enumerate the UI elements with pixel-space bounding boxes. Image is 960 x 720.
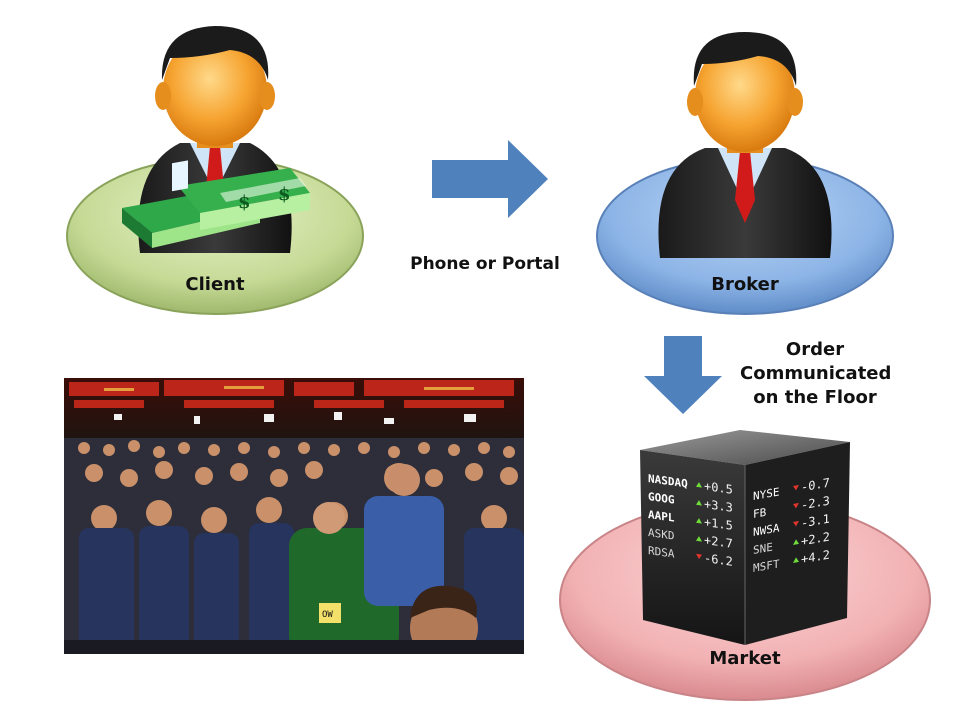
ticker-row-right-1: FB -2.3	[753, 494, 830, 521]
ticker-value: +4.2	[801, 548, 830, 567]
ticker-symbol: NWSA	[753, 521, 780, 539]
svg-text:$: $	[238, 192, 251, 213]
trading-floor-photo: OW	[64, 378, 524, 654]
ticker-row-left-3: ASKD +2.7	[648, 526, 733, 551]
down-arrow-icon	[696, 553, 702, 560]
broker-node: Broker	[590, 18, 900, 318]
up-arrow-icon	[696, 536, 702, 542]
ticker-row-right-4: MSFT +4.2	[753, 548, 830, 575]
ticker-value: +3.3	[704, 497, 733, 515]
ticker-symbol: NASDAQ	[648, 472, 688, 491]
ticker-value: -6.2	[704, 551, 733, 569]
ticker-row-right-2: NWSA -3.1	[753, 512, 830, 539]
down-arrow-icon	[793, 520, 799, 527]
market-label: Market	[709, 648, 781, 669]
ticker-row-right-0: NYSE -0.7	[753, 476, 830, 503]
down-arrow-icon	[793, 502, 799, 509]
ticker-row-left-4: RDSA -6.2	[648, 544, 733, 569]
ticker-symbol: NYSE	[753, 485, 779, 503]
up-arrow-icon	[696, 482, 702, 488]
client-label: Client	[185, 274, 245, 295]
arrow-down-icon	[644, 336, 722, 414]
client-node: $ $ Client	[60, 18, 370, 318]
ticker-symbol: AAPL	[648, 508, 675, 525]
ticker-symbol: RDSA	[648, 544, 675, 561]
down-arrow-icon	[793, 484, 799, 491]
photo-badge-text: OW	[322, 610, 333, 620]
up-arrow-icon	[793, 539, 799, 545]
ticker-symbol: SNE	[753, 541, 773, 557]
up-arrow-icon	[696, 500, 702, 506]
up-arrow-icon	[696, 518, 702, 524]
ticker-value: +2.7	[704, 533, 733, 551]
ticker-value: -2.3	[801, 494, 830, 513]
ticker-row-left-1: GOOG +3.3	[648, 490, 733, 515]
ticker-row-right-3: SNE +2.2	[753, 530, 830, 557]
ticker-value: +1.5	[704, 515, 733, 533]
arrow-right-icon	[432, 140, 548, 218]
ticker-value: -3.1	[801, 512, 830, 531]
ticker-symbol: MSFT	[753, 557, 780, 575]
ticker-symbol: FB	[753, 506, 767, 521]
ticker-value: +0.5	[704, 479, 733, 497]
ticker-row-left-2: AAPL +1.5	[648, 508, 733, 533]
up-arrow-icon	[793, 557, 799, 563]
client-figure-icon: $ $	[66, 26, 364, 315]
money-stack-icon: $ $	[122, 160, 310, 248]
ticker-value: +2.2	[801, 530, 830, 549]
broker-figure-icon	[596, 32, 894, 315]
svg-text:$: $	[278, 184, 291, 205]
floor-caption-line-1: Order	[785, 339, 845, 360]
ticker-row-left-0: NASDAQ +0.5	[648, 472, 733, 497]
ticker-symbol: ASKD	[648, 526, 674, 543]
floor-caption-line-3: on the Floor	[753, 387, 877, 408]
broker-label: Broker	[711, 274, 779, 295]
phone-portal-label: Phone or Portal	[410, 254, 560, 274]
ticker-symbol: GOOG	[648, 490, 675, 507]
ticker-value: -0.7	[801, 476, 830, 495]
floor-caption-line-2: Communicated	[740, 363, 892, 384]
floor-caption: Order Communicated on the Floor	[740, 338, 892, 410]
